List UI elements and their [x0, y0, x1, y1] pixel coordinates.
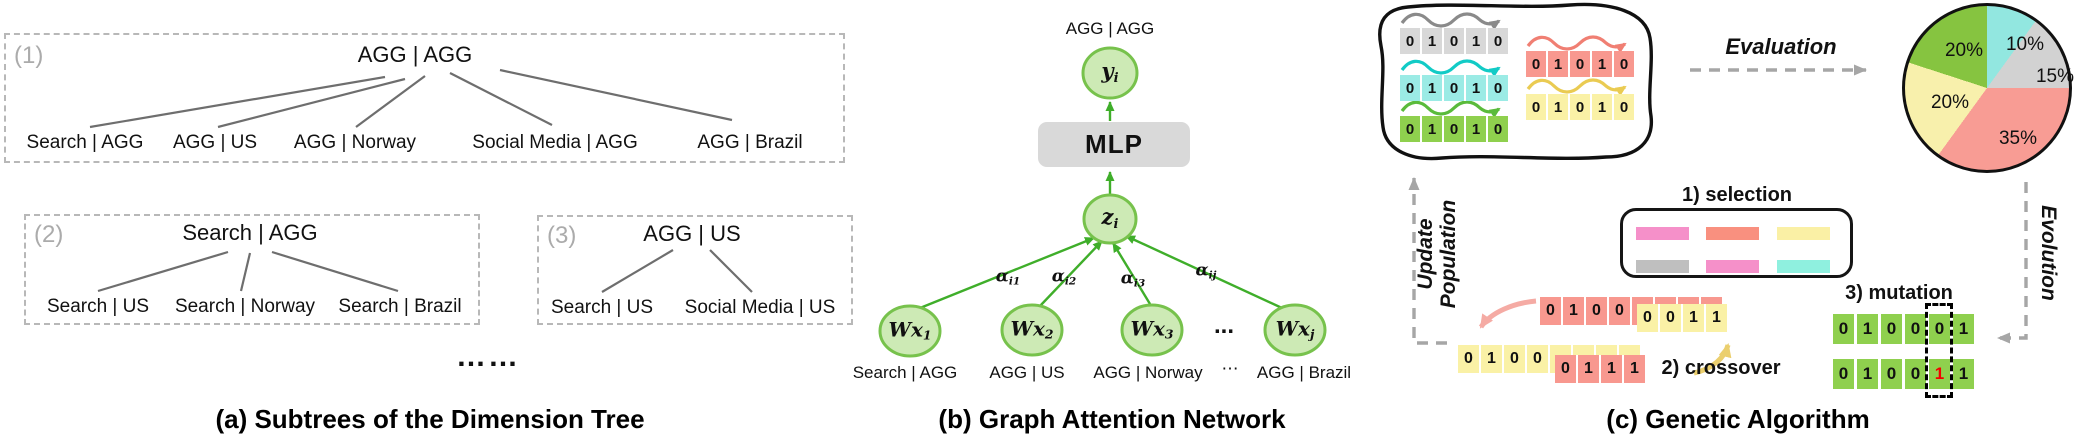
selected-bar-aqua	[1777, 260, 1830, 273]
caption-c: (c) Genetic Algorithm	[1606, 404, 1870, 434]
subtree-2-child: Search | Norway	[174, 296, 316, 317]
selected-bar-salmon	[1706, 227, 1759, 240]
subtree-3-root: AGG | US	[643, 221, 741, 246]
mutation-label: 3) mutation	[1845, 282, 1953, 304]
subtree-1-child: AGG | US	[172, 132, 258, 153]
subtree-1-child: Search | AGG	[26, 132, 144, 153]
subtree-1-root: AGG | AGG	[357, 42, 473, 67]
subtree-2-root: Search | AGG	[182, 220, 318, 245]
input-node-j: Wxj	[1275, 316, 1315, 342]
update-population-label: Update Population	[1414, 199, 1460, 309]
selected-bar-gray	[1636, 260, 1689, 273]
input-node-1: Wx1	[888, 317, 932, 343]
input-label-j: AGG | Brazil	[1256, 363, 1352, 382]
fitness-pie-chart: 10% 15% 35% 20% 20%	[1902, 3, 2075, 173]
output-node-label: AGG | AGG	[1065, 19, 1155, 38]
subtree-box-1	[4, 33, 845, 163]
subtree-3-child: Social Media | US	[684, 297, 836, 318]
pie-label-35: 35%	[1998, 128, 2038, 149]
attention-weight-j: αij	[1195, 260, 1217, 282]
input-nodes-ellipsis: ...	[1213, 312, 1235, 339]
subtree-3-child: Search | US	[550, 297, 654, 318]
selected-bar-pink-2	[1706, 260, 1759, 273]
subtree-3-id: (3)	[547, 222, 577, 249]
input-node-2: Wx2	[1010, 316, 1054, 342]
subtree-2-id: (2)	[34, 221, 64, 248]
subtrees-ellipsis: ……	[456, 340, 520, 373]
input-label-1: Search | AGG	[852, 363, 958, 382]
attention-weight-1: αi1	[995, 266, 1021, 288]
caption-b: (b) Graph Attention Network	[938, 404, 1286, 434]
attention-weight-3: αi3	[1120, 268, 1146, 290]
gat-nodes	[878, 46, 1327, 358]
input-node-3: Wx3	[1130, 316, 1174, 342]
caption-a: (a) Subtrees of the Dimension Tree	[215, 404, 645, 434]
subtree-2-child: Search | US	[46, 296, 150, 317]
pie-label-15: 15%	[2035, 66, 2075, 87]
mlp-box: MLP	[1038, 122, 1190, 167]
pie-label-20-yellow: 20%	[1930, 92, 1970, 113]
mutated-bit: 1	[1929, 359, 1950, 389]
input-label-2: AGG | US	[989, 363, 1065, 382]
input-label-3: AGG | Norway	[1093, 363, 1203, 382]
output-node: yi	[1101, 58, 1119, 86]
selected-bar-pink	[1636, 227, 1689, 240]
selection-label: 1) selection	[1681, 184, 1793, 206]
mutation-bracket	[1925, 303, 1953, 398]
input-label-ellipsis: ⋯	[1221, 359, 1239, 378]
subtree-1-child: AGG | Brazil	[697, 132, 803, 153]
subtree-box-2	[24, 214, 480, 325]
evolution-label: Evolution	[2037, 205, 2060, 301]
selected-bar-yellow	[1777, 227, 1830, 240]
pie-label-10: 10%	[2005, 34, 2045, 55]
crossover-arrow-pink	[1478, 298, 1537, 329]
subtree-2-child: Search | Brazil	[338, 296, 462, 317]
pie-label-20-green: 20%	[1944, 40, 1984, 61]
attention-weight-2: αi2	[1051, 266, 1077, 288]
subtree-1-child: AGG | Norway	[293, 132, 417, 153]
evaluation-label: Evaluation	[1725, 34, 1837, 59]
hidden-node: zi	[1101, 204, 1119, 232]
selection-box	[1620, 208, 1853, 278]
subtree-1-id: (1)	[14, 42, 44, 69]
subtree-box-3	[537, 215, 853, 325]
subtree-1-child: Social Media | AGG	[472, 132, 638, 153]
crossover-label: 2) crossover	[1661, 357, 1781, 379]
